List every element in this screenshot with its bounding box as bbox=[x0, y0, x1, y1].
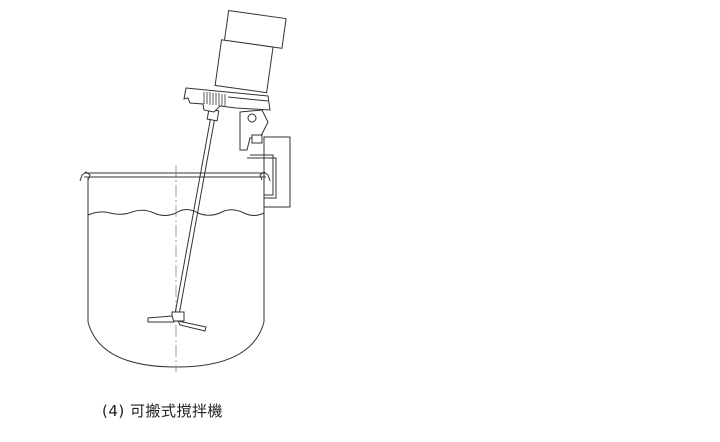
motor bbox=[214, 9, 287, 94]
motor-flange bbox=[183, 87, 271, 113]
impeller bbox=[147, 311, 207, 332]
mounting-bracket bbox=[239, 109, 291, 208]
tank bbox=[79, 165, 271, 372]
figure-caption: (4) 可搬式撹拌機 bbox=[102, 402, 224, 420]
shaft bbox=[174, 108, 220, 316]
